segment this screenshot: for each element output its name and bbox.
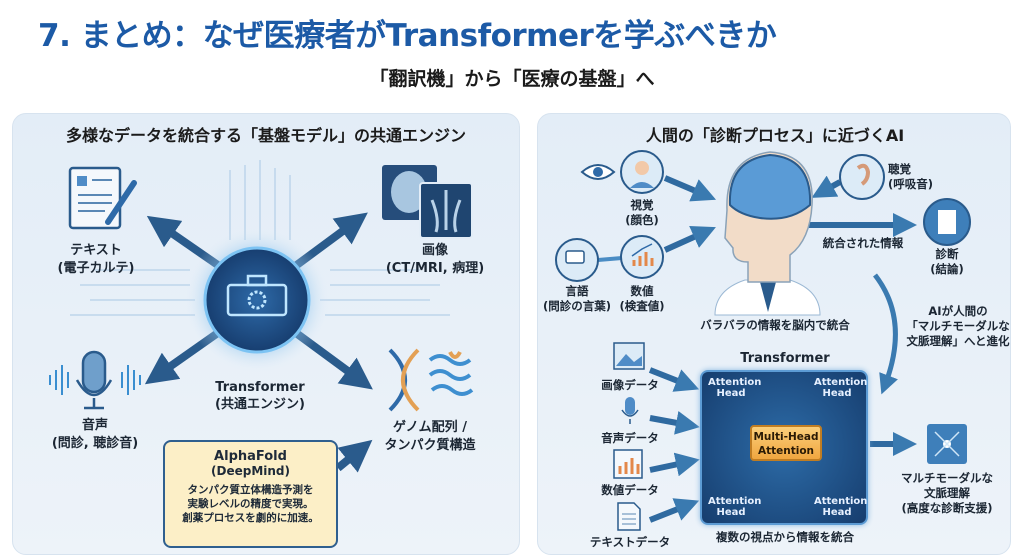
hearing-sub: (呼吸音) xyxy=(888,177,934,191)
numeric-sub: (検査値) xyxy=(619,299,665,313)
slide-subtitle: 「翻訳機」から「医療の基盤」へ xyxy=(369,68,655,90)
person-icon xyxy=(620,150,664,194)
input-audio-data: 音声データ xyxy=(601,431,659,445)
alphafold-line: 実験レベルの精度で実現。 xyxy=(187,498,314,510)
eye-icon xyxy=(580,164,616,180)
ear-icon xyxy=(839,154,885,200)
genome-label: ゲノム配列 / xyxy=(393,420,467,435)
network-output-icon xyxy=(927,424,967,464)
text-data-icon xyxy=(617,502,641,531)
document-pen-icon xyxy=(68,166,137,230)
alphafold-line: 創薬プロセスを劇的に加速。 xyxy=(182,512,319,524)
evolution-line: 「マルチモーダルな xyxy=(906,319,1010,333)
input-numeric-data: 数値データ xyxy=(601,483,659,497)
mha-text: Multi-Head xyxy=(753,431,819,443)
audio-label: 音声 xyxy=(81,418,109,433)
integrated-info-label: 統合された情報 xyxy=(822,236,904,250)
alphafold-line: タンパク質立体構造予測を xyxy=(187,484,314,496)
head-text: Head xyxy=(716,507,746,518)
numeric-data-icon xyxy=(613,449,643,479)
right-panel-heading: 人間の「診断プロセス」に近づくAI xyxy=(645,126,905,145)
diagnosis-sub: (結論) xyxy=(930,262,964,276)
language-sub: (問診の言葉) xyxy=(542,299,612,313)
multi-head-attention-block: Multi-Head Attention xyxy=(750,425,822,461)
image-data-icon xyxy=(613,342,645,370)
audio-data-icon xyxy=(621,397,639,424)
alphafold-callout: AlphaFold (DeepMind) タンパク質立体構造予測を 実験レベルの… xyxy=(163,440,338,548)
alphafold-title: AlphaFold xyxy=(214,449,287,464)
brain-caption: バラバラの情報を脳内で統合 xyxy=(700,318,850,332)
right-arrows xyxy=(648,175,917,523)
output-line: (高度な診断支援) xyxy=(901,501,993,515)
engine-sub: (共通エンジン) xyxy=(215,397,305,412)
head-text: Head xyxy=(716,388,746,399)
evolution-arrow xyxy=(873,273,898,395)
box-caption: 複数の視点から情報を統合 xyxy=(716,530,854,544)
numeric-label: 数値 xyxy=(630,284,654,298)
output-line: 文脈理解 xyxy=(924,486,970,500)
image-label: 画像 xyxy=(421,243,449,258)
audio-sub: (問診, 聴診音) xyxy=(51,436,139,451)
genome-sub: タンパク質構造 xyxy=(384,438,476,453)
vision-sub: (顔色) xyxy=(625,213,659,227)
hearing-label: 聴覚 xyxy=(888,162,911,176)
head-text: Head xyxy=(822,388,852,399)
diagnosis-label: 診断 xyxy=(935,247,959,261)
input-image-data: 画像データ xyxy=(601,378,659,392)
transformer-title: Transformer xyxy=(740,351,830,366)
alphafold-org: (DeepMind) xyxy=(211,464,290,478)
doctor-brain-icon xyxy=(714,151,821,316)
head-text: Attention xyxy=(814,496,868,507)
language-label: 言語 xyxy=(565,284,589,298)
head-text: Attention xyxy=(814,377,868,388)
engine-label: Transformer xyxy=(215,380,305,395)
text-sub: (電子カルテ) xyxy=(57,261,135,276)
slide-title: 7. まとめ：なぜ医療者がTransformerを学ぶべきか xyxy=(38,18,777,54)
clipboard-icon xyxy=(923,198,971,246)
mha-text: Attention xyxy=(757,445,815,457)
speech-bubble-icon xyxy=(555,238,599,282)
medical-scan-icon xyxy=(382,165,473,239)
head-text: Attention xyxy=(708,377,762,388)
text-label: テキスト xyxy=(70,243,122,258)
circuit-lines xyxy=(70,160,450,316)
chart-icon xyxy=(620,235,664,279)
microphone-icon xyxy=(49,350,141,410)
head-text: Head xyxy=(822,507,852,518)
input-text-data: テキストデータ xyxy=(589,535,671,549)
evolution-line: AIが人間の xyxy=(928,304,988,318)
vision-label: 視覚 xyxy=(630,198,654,212)
dna-protein-icon xyxy=(388,348,474,412)
arrow-alphafold xyxy=(335,439,373,473)
image-sub: (CT/MRI, 病理) xyxy=(385,261,485,276)
head-text: Attention xyxy=(708,496,762,507)
engine-icon xyxy=(185,228,329,372)
left-panel-heading: 多様なデータを統合する「基盤モデル」の共通エンジン xyxy=(65,126,467,145)
output-line: マルチモーダルな xyxy=(901,471,993,485)
evolution-line: 文脈理解」へと進化 xyxy=(906,334,1010,348)
